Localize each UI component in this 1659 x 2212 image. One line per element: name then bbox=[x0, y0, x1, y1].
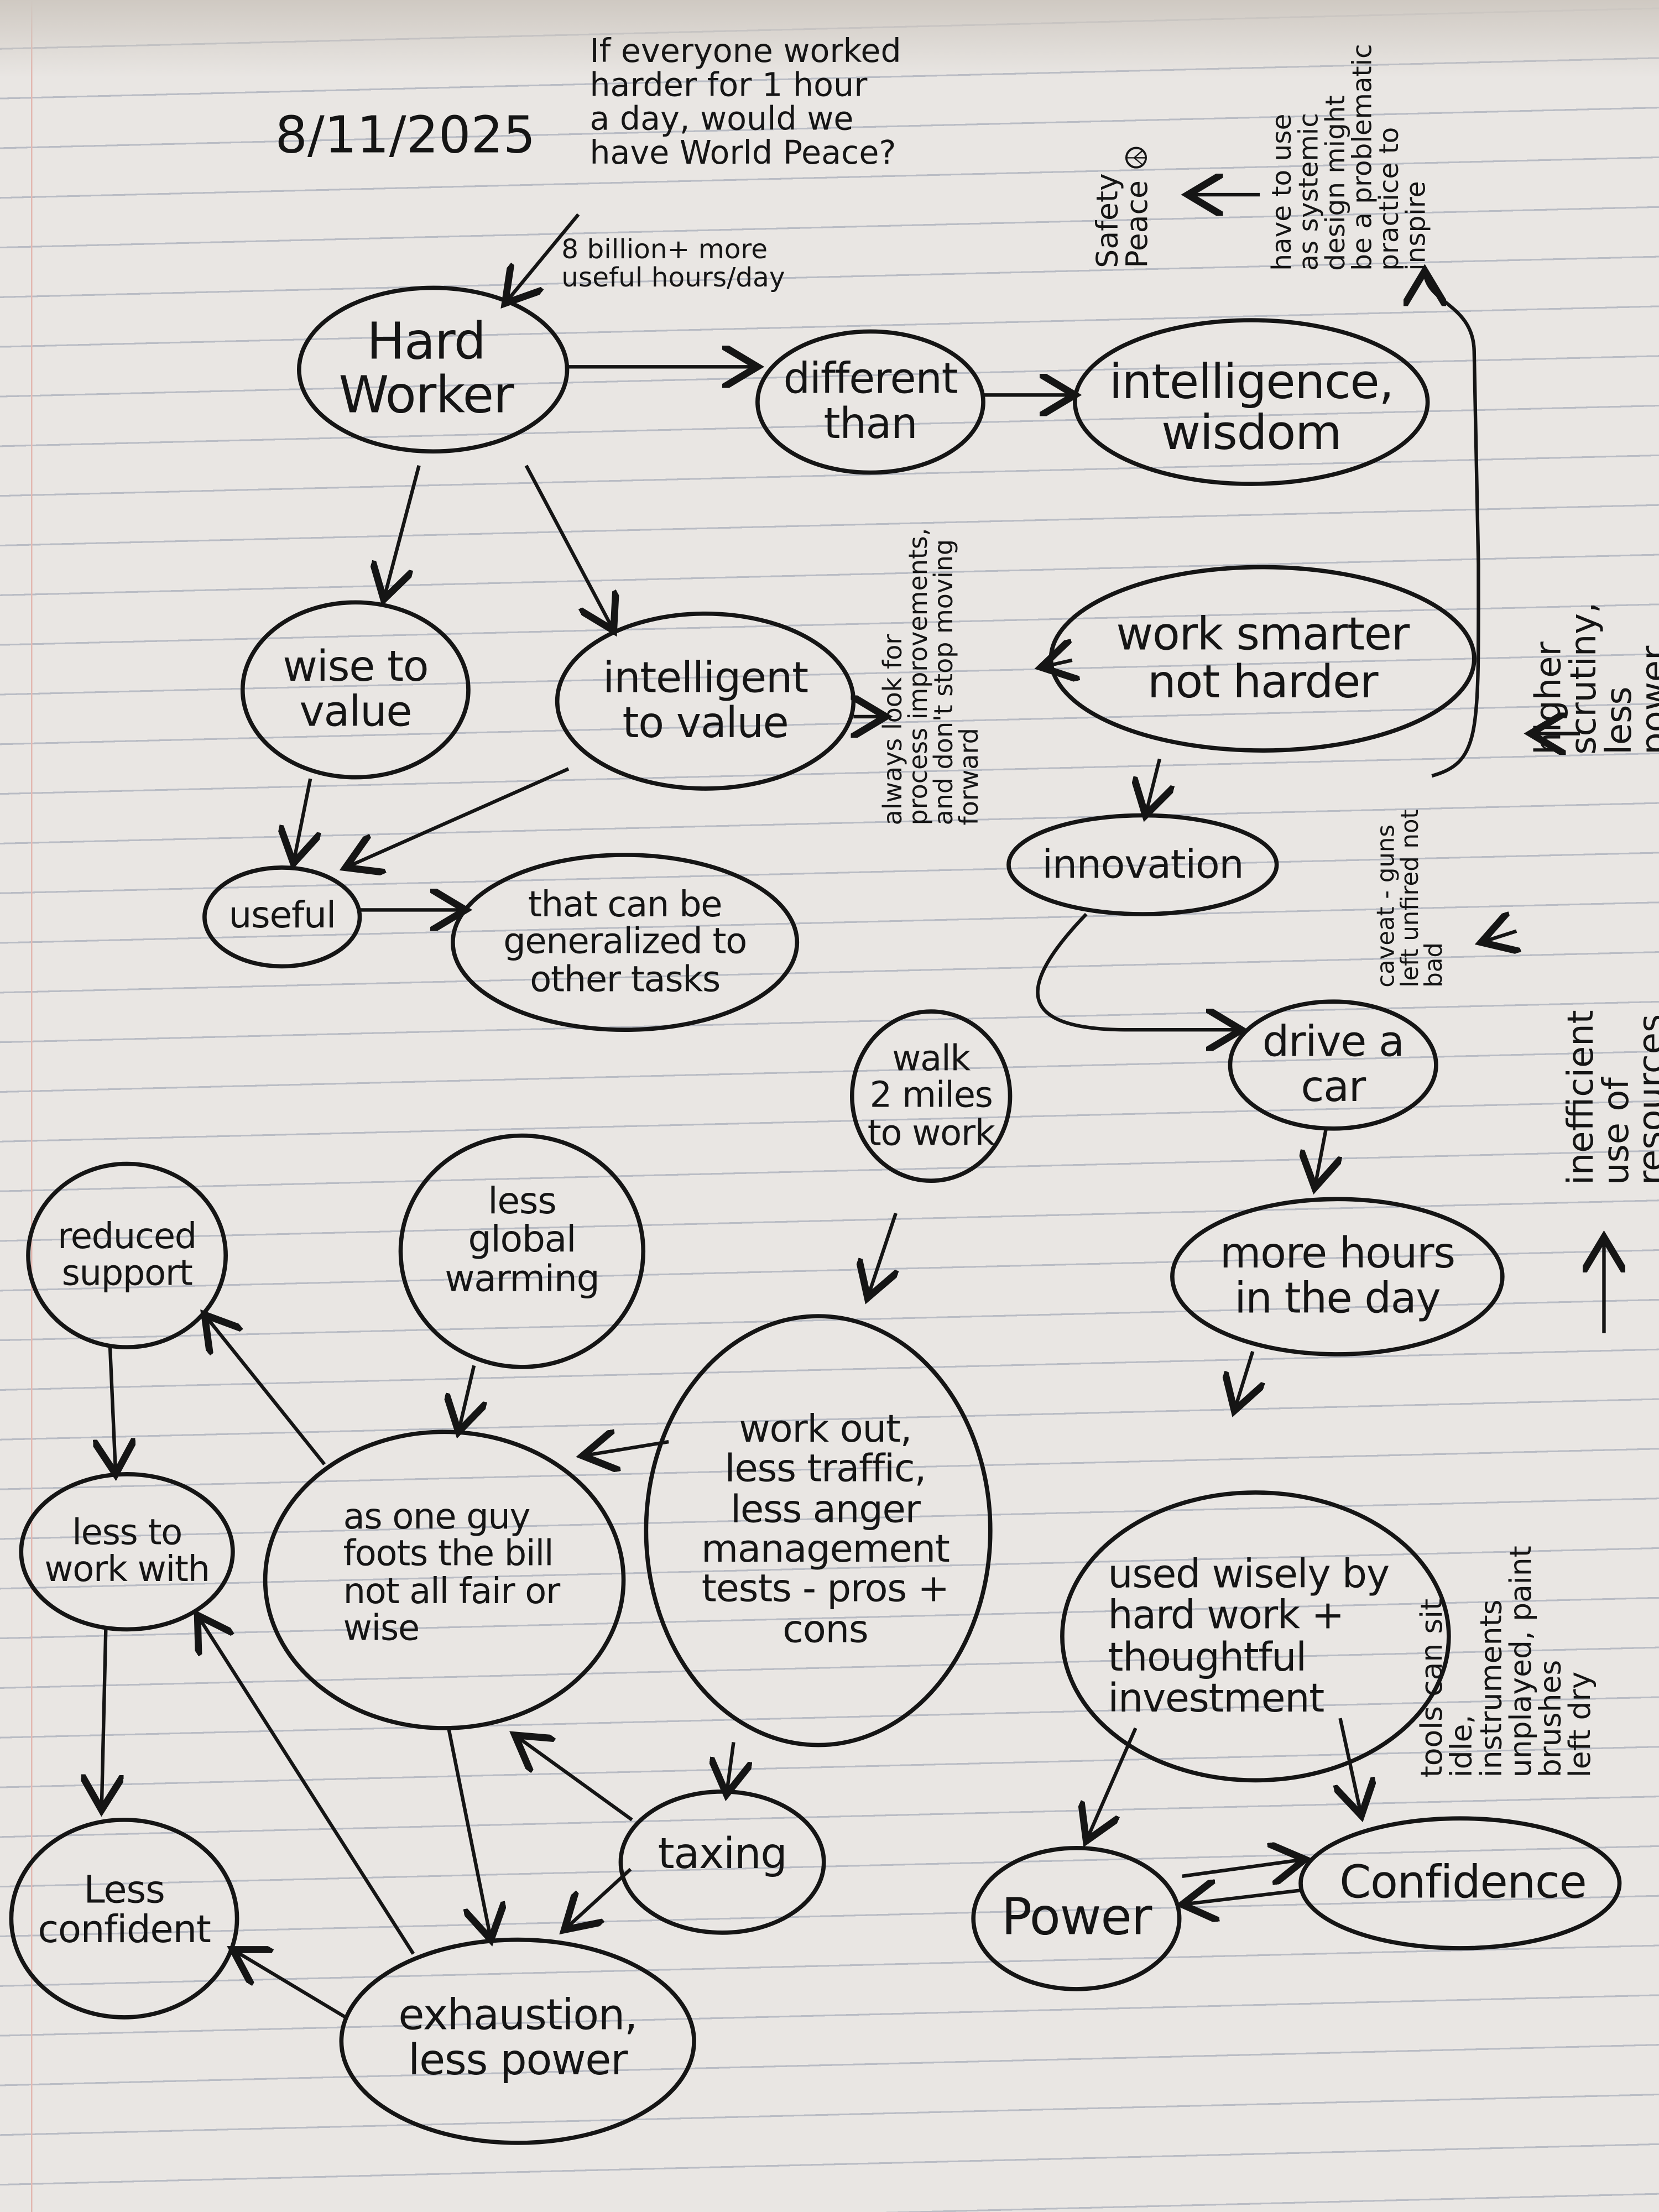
arrow bbox=[524, 465, 614, 630]
date-label: 8/11/2025 bbox=[275, 107, 536, 165]
node-drive-car: drive a car bbox=[1262, 1018, 1405, 1112]
node-power: Power bbox=[1001, 1889, 1152, 1947]
node-confidence: Confidence bbox=[1339, 1855, 1587, 1910]
arrow bbox=[583, 1442, 669, 1456]
annotation-systemic-design: have to use as systemic design might be … bbox=[1266, 44, 1432, 271]
annotation-safety-peace: Safety Peace ☮ bbox=[1090, 144, 1154, 268]
arrow bbox=[233, 1949, 347, 2019]
annotation-higher-scrutiny: higher scrutiny, less power, less confid… bbox=[1527, 602, 1659, 755]
node-wise-to-value: wise to value bbox=[283, 642, 429, 737]
arrow bbox=[102, 1629, 106, 1810]
node-more-hours: more hours in the day bbox=[1219, 1229, 1455, 1323]
node-work-out: work out, less traffic, less anger manag… bbox=[701, 1407, 950, 1652]
annotation-inefficient: inefficient use of resources bbox=[1560, 1010, 1659, 1185]
arrow bbox=[197, 1615, 415, 1955]
arrow bbox=[205, 1315, 326, 1465]
node-work-out-shape bbox=[644, 1314, 993, 1747]
node-work-smarter: work smarter not harder bbox=[1116, 607, 1410, 708]
arrow bbox=[1086, 1727, 1138, 1841]
arrow bbox=[505, 213, 580, 304]
node-less-confident-shape bbox=[9, 1817, 239, 2020]
arrow bbox=[1182, 1890, 1301, 1905]
node-less-to-work-with: less to work with bbox=[44, 1512, 210, 1590]
arrow bbox=[384, 465, 421, 599]
node-more-hours-shape bbox=[1170, 1197, 1505, 1357]
arrow bbox=[1041, 660, 1072, 667]
node-different-than-shape bbox=[755, 329, 985, 475]
question-text: If everyone worked harder for 1 hour a d… bbox=[589, 34, 901, 173]
node-hard-worker-shape bbox=[296, 285, 570, 454]
arrow bbox=[447, 1728, 491, 1940]
arrow bbox=[515, 1735, 633, 1822]
annotation-always-look: always look for process improvements, an… bbox=[879, 528, 985, 826]
arrow bbox=[1340, 1718, 1361, 1815]
node-exhaustion-shape bbox=[339, 1937, 696, 2145]
arrow bbox=[1182, 1859, 1305, 1876]
node-different-than: different than bbox=[783, 354, 958, 449]
node-intelligence-wisdom: intelligence, wisdom bbox=[1109, 354, 1394, 462]
arrow bbox=[1481, 931, 1517, 942]
node-generalized-shape bbox=[451, 853, 800, 1032]
arrow bbox=[868, 1212, 896, 1298]
node-useful: useful bbox=[228, 895, 336, 937]
arrow bbox=[1425, 271, 1480, 778]
arrow bbox=[294, 778, 311, 863]
node-taxing: taxing bbox=[658, 1830, 787, 1880]
node-walk: walk 2 miles to work bbox=[867, 1037, 995, 1153]
node-less-global-warming-shape bbox=[398, 1133, 646, 1369]
node-one-guy: as one guy foots the bill not all fair o… bbox=[343, 1496, 561, 1648]
arrow bbox=[346, 767, 570, 868]
node-less-global-warming: less global warming bbox=[445, 1181, 600, 1301]
annotation-caveat: caveat - guns left unfired not bad bbox=[1373, 809, 1449, 988]
arrow bbox=[110, 1347, 116, 1474]
node-walk-shape bbox=[849, 1009, 1013, 1183]
node-used-wisely-shape bbox=[1060, 1490, 1451, 1783]
hours-note: 8 billion+ more useful hours/day bbox=[561, 234, 785, 294]
node-innovation: innovation bbox=[1042, 841, 1244, 888]
node-wise-to-value-shape bbox=[240, 600, 471, 780]
node-hard-worker: Hard Worker bbox=[338, 313, 514, 425]
arrow bbox=[1315, 1128, 1326, 1188]
node-generalized: that can be generalized to other tasks bbox=[503, 884, 747, 999]
node-intelligent-to-value: intelligent to value bbox=[603, 654, 808, 748]
arrow bbox=[564, 1867, 632, 1930]
node-drive-car-shape bbox=[1228, 999, 1438, 1131]
node-exhaustion: exhaustion, less power bbox=[398, 1991, 638, 2085]
arrow bbox=[727, 1742, 734, 1794]
arrow bbox=[458, 1365, 474, 1432]
arrow bbox=[1036, 912, 1241, 1030]
node-reduced-support-shape bbox=[26, 1161, 228, 1350]
node-used-wisely: used wisely by hard work + thoughtful in… bbox=[1108, 1551, 1390, 1722]
annotation-tools-idle: tools can sit idle, instruments unplayed… bbox=[1415, 1546, 1597, 1778]
node-reduced-support: reduced support bbox=[58, 1215, 197, 1294]
arrow bbox=[1145, 758, 1160, 815]
node-less-confident: Less confident bbox=[38, 1869, 211, 1953]
arrow bbox=[1234, 1350, 1253, 1411]
